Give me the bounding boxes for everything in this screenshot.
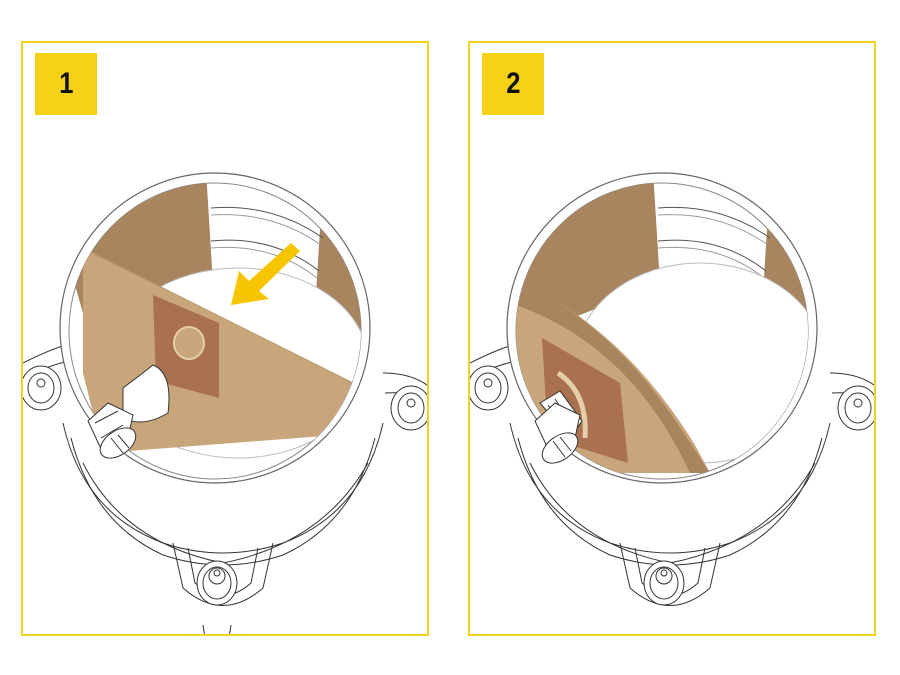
insert-direction-arrow-icon xyxy=(231,243,300,305)
step-2-panel: 2 xyxy=(468,41,876,636)
step-2-badge: 2 xyxy=(482,53,544,115)
bottom-knob-icon xyxy=(196,560,238,634)
step-2-number: 2 xyxy=(505,67,521,100)
step-2-illustration xyxy=(470,172,874,606)
step-1-number: 1 xyxy=(58,67,74,100)
step-1-badge: 1 xyxy=(35,53,97,115)
bottom-knob-icon xyxy=(643,560,685,606)
latch-icon xyxy=(534,402,581,464)
step-1-illustration xyxy=(23,172,427,634)
left-knob-icon xyxy=(23,365,62,411)
right-knob-icon xyxy=(837,385,874,431)
step-1-panel: 1 xyxy=(21,41,429,636)
left-knob-icon xyxy=(470,365,509,411)
latch-icon xyxy=(87,402,137,459)
right-knob-icon xyxy=(390,385,427,431)
